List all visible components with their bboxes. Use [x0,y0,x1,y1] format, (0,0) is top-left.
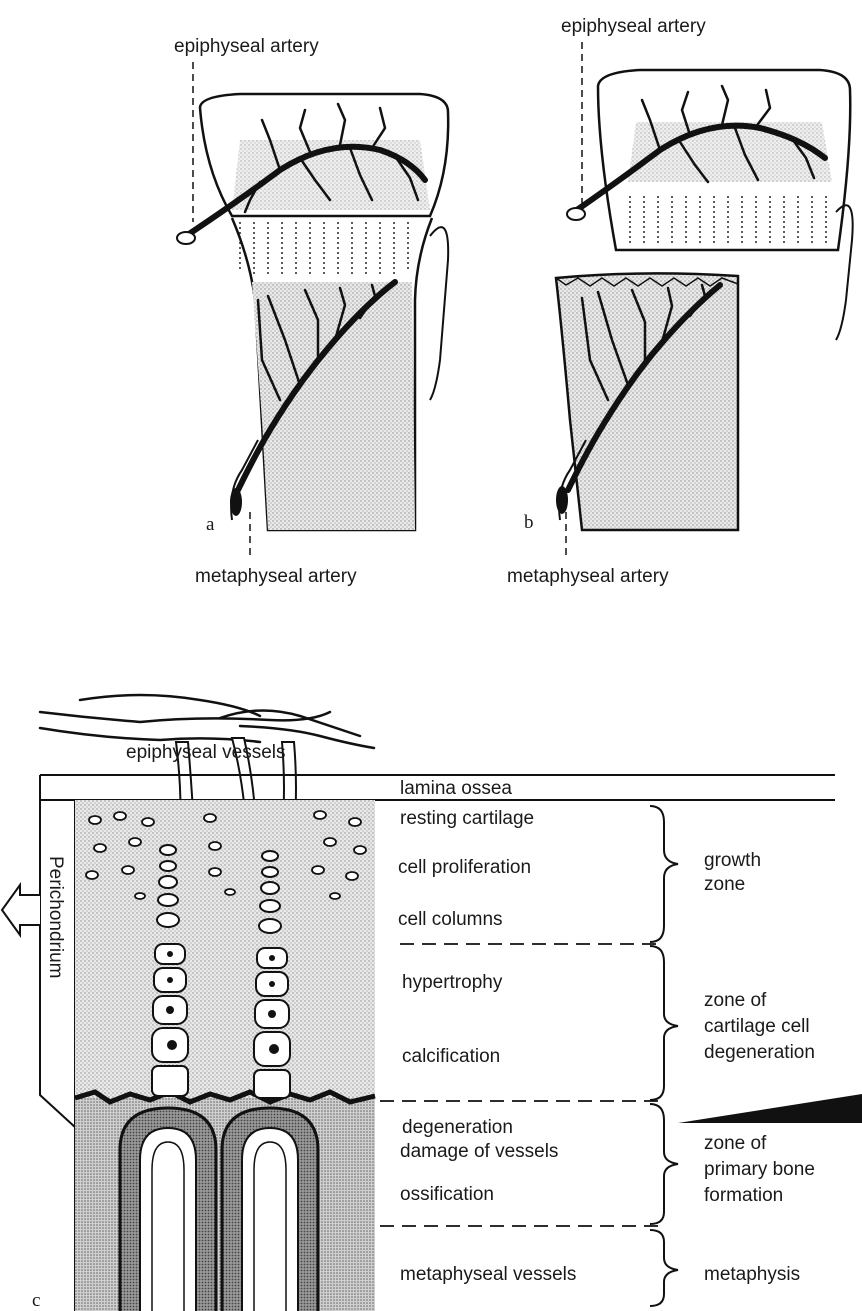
panel-c-letter: c [32,1290,40,1311]
panel-b: epiphyseal artery [507,16,853,587]
panel-c-perichondrium-arrow [2,885,40,935]
panel-c-zone-bone-formation-line1: zone of [704,1133,767,1154]
panel-c-zone-degeneration-line1: zone of [704,990,767,1011]
panel-a-epiphyseal-artery-label: epiphyseal artery [174,36,319,57]
panel-c-layer-cell-columns: cell columns [398,909,503,930]
panel-c-layer-cell-proliferation: cell proliferation [398,857,531,878]
panel-c-layer-ossification: ossification [400,1184,494,1205]
panel-a-side-vessel [430,227,448,400]
panel-b-epiphyseal-artery-label: epiphyseal artery [561,16,706,37]
panel-c-layer-degeneration: degeneration [402,1117,513,1138]
panel-c-layer-calcification: calcification [402,1046,500,1067]
panel-c-zone-degeneration-line2: cartilage cell [704,1016,810,1037]
panel-c: epiphyseal vessels lamina ossea Perichon… [2,695,862,1311]
panel-c-zone-bone-formation-line2: primary bone [704,1159,815,1180]
panel-c-zone-degeneration-line3: degeneration [704,1042,815,1063]
panel-b-letter: b [524,512,534,533]
panel-c-zone-bone-formation-line3: formation [704,1185,783,1206]
panel-a: epiphyseal artery [174,36,448,587]
panel-c-lamina-ossea-label: lamina ossea [400,778,512,799]
panel-c-layer-metaphyseal-vessels: metaphyseal vessels [400,1264,576,1285]
panel-c-epiphyseal-vessels [40,695,374,748]
panel-b-metaphyseal-artery-label: metaphyseal artery [507,566,669,587]
panel-c-degeneration-wedge [678,1094,862,1123]
panel-a-growth-plate [240,222,408,276]
panel-c-layer-resting-cartilage: resting cartilage [400,808,534,829]
panel-a-metaphyseal-artery-label: metaphyseal artery [195,566,357,587]
panel-a-letter: a [206,514,215,535]
panel-c-layer-hypertrophy: hypertrophy [402,972,503,993]
panel-c-epiphyseal-vessels-label: epiphyseal vessels [126,742,285,763]
panel-c-layer-damage-of-vessels: damage of vessels [400,1141,558,1162]
panel-c-zone-growth-line1: growth [704,850,761,871]
panel-c-braces [650,806,678,1306]
panel-c-zone-metaphysis: metaphysis [704,1264,800,1285]
panel-c-zone-growth-line2: zone [704,874,745,895]
panel-c-perichondrium-label: Perichondrium [45,856,66,979]
